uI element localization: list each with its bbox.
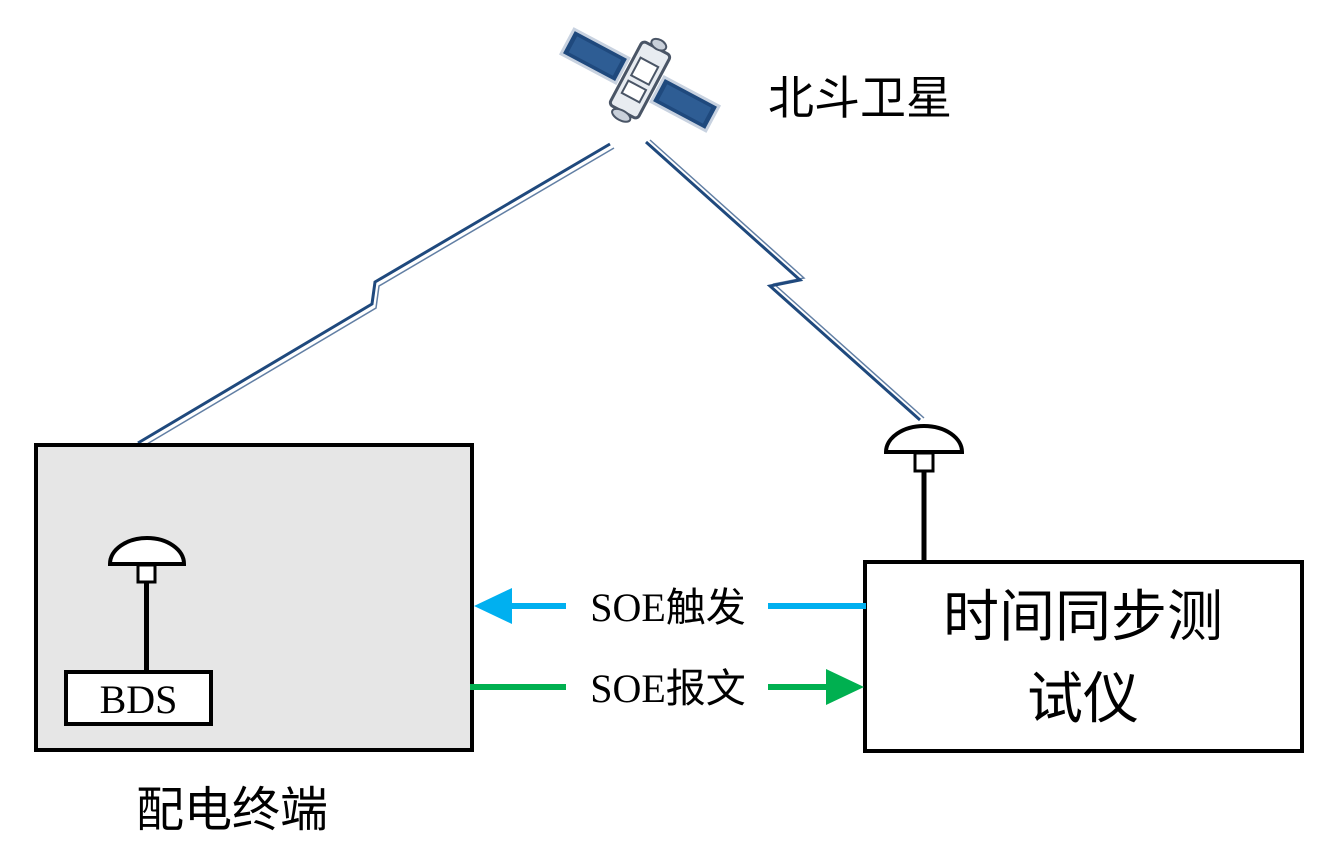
radio-link-right <box>644 139 925 422</box>
soe-trigger-arrow <box>474 588 866 624</box>
bds-module-label: BDS <box>100 677 178 722</box>
satellite-icon <box>558 27 722 133</box>
antenna-icon <box>107 536 187 672</box>
tester-label-line2: 试仪 <box>1027 667 1139 732</box>
soe-trigger-label: SOE触发 <box>590 585 746 630</box>
tester-label-line1: 时间同步测 <box>943 585 1223 650</box>
tester-box <box>863 560 1304 753</box>
satellite-label: 北斗卫星 <box>768 71 952 125</box>
antenna-icon <box>883 424 965 562</box>
radio-link-left <box>137 142 615 448</box>
soe-message-arrow <box>470 669 864 705</box>
terminal-label: 配电终端 <box>136 782 328 838</box>
bds-module <box>64 670 213 726</box>
soe-message-label: SOE报文 <box>590 666 746 711</box>
